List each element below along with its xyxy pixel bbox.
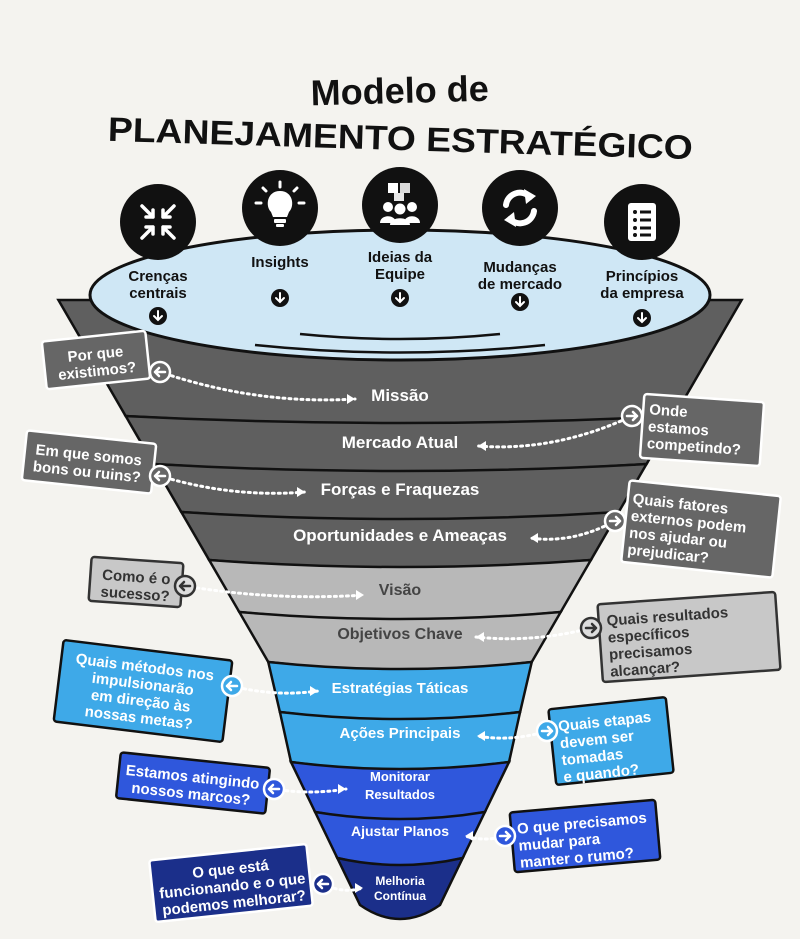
question-box-4: Quais fatoresexternos podemnos ajudar ou… <box>620 479 782 579</box>
stage-label-7: Estratégias Táticas <box>332 680 469 697</box>
question-box-1: Por queexistimos? <box>40 329 152 391</box>
stage-label-1: Missão <box>371 386 429 405</box>
questions: Por queexistimos? Ondeestamoscompetindo? E… <box>20 329 782 924</box>
stage-label-4: Oportunidades e Ameaças <box>293 526 507 545</box>
title-line-2: PLANEJAMENTO ESTRATÉGICO <box>107 111 693 167</box>
source-icon-circle <box>120 184 196 260</box>
stage-label-8: Ações Principais <box>340 725 461 742</box>
stage-label-3: Forças e Fraquezas <box>321 480 480 499</box>
list-document-icon <box>626 201 658 243</box>
connector-5 <box>183 584 366 599</box>
stage-label-5: Visão <box>379 582 422 599</box>
connector-arrowhead <box>310 686 318 696</box>
connector-1 <box>158 370 357 402</box>
question-box-5: Como é osucesso? <box>87 555 185 609</box>
question-box-3: Em que somosbons ou ruins? <box>20 429 158 495</box>
question-box-9: Estamos atingindonossos marcos? <box>115 751 271 815</box>
question-box-7: Quais métodos nosimpulsionarãoem direção… <box>52 639 234 743</box>
stage-label-2: Mercado Atual <box>342 433 459 452</box>
connector-arrowhead <box>297 487 305 497</box>
question-box-8: Quais etapasdevem sertomadase quando? <box>547 696 675 786</box>
connector-arrowhead <box>465 831 473 841</box>
question-box-11: O que estáfuncionando e o quepodemos mel… <box>148 842 314 924</box>
connector-arrowhead <box>477 731 485 741</box>
question-box-10: O que precisamosmudar paramanter o rumo? <box>508 798 662 874</box>
connector-6 <box>474 626 593 641</box>
title-line-1: Modelo de <box>310 68 489 114</box>
question-box-2: Ondeestamoscompetindo? <box>638 392 766 468</box>
connector-arrowhead <box>355 883 363 893</box>
stage-label-6: Objetivos Chave <box>337 626 462 643</box>
source-icon-circle <box>482 170 558 246</box>
question-text: Quais fatoresexternos podemnos ajudar ou… <box>627 491 749 571</box>
stage-label-10: Ajustar Planos <box>351 823 449 839</box>
connector-arrowhead <box>347 394 355 404</box>
connector-arrowhead <box>476 632 484 642</box>
connector-3 <box>158 474 307 495</box>
source-label: Insights <box>251 254 309 271</box>
connector-arrowhead <box>356 590 364 600</box>
connector-arrowhead <box>478 441 486 451</box>
ripple-line <box>254 343 546 354</box>
connector-2 <box>476 414 634 449</box>
question-text: Ondeestamoscompetindo? <box>646 401 744 458</box>
ripple-line <box>299 332 501 341</box>
source-2: Insights <box>242 170 318 307</box>
connector-arrowhead <box>530 533 538 543</box>
question-text: Como é osucesso? <box>100 567 171 606</box>
question-box-6: Quais resultadosespecíficosprecisamosalc… <box>596 590 782 684</box>
funnel-band-11 <box>335 856 465 921</box>
funnel <box>56 298 744 921</box>
connector-arrowhead <box>338 784 346 794</box>
